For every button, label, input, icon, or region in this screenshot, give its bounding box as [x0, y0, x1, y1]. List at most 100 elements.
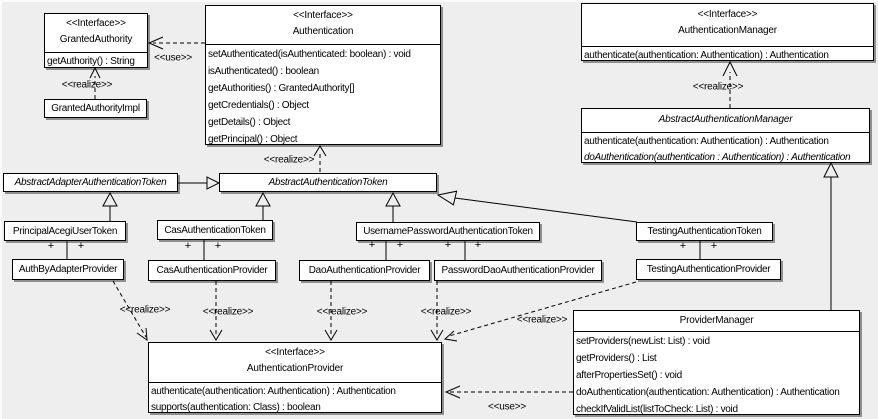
class-name: AuthByAdapterProvider — [18, 264, 118, 275]
class-name: CasAuthenticationProvider — [156, 265, 268, 276]
class-authentication-manager[interactable]: <<Interface>> AuthenticationManager auth… — [581, 3, 874, 61]
method: authenticate(authentication: Authenticat… — [584, 50, 829, 61]
class-name: GrantedAuthorityImpl — [51, 103, 140, 114]
window-edge-highlight — [0, 0, 878, 2]
multiplicity-plus: + — [444, 239, 452, 251]
multiplicity-plus: + — [47, 240, 55, 252]
method: authenticate(authentication: Authenticat… — [584, 136, 829, 147]
open-arrowhead — [443, 330, 458, 342]
realize-label: <<realize>> — [316, 306, 368, 318]
realize-label: <<realize>> — [202, 306, 254, 318]
class-testing-authentication-token[interactable]: TestingAuthenticationToken — [636, 222, 773, 241]
method: setAuthenticated(isAuthenticated: boolea… — [208, 49, 411, 60]
class-header: <<Interface>> AuthenticationProvider — [149, 343, 441, 382]
method: doAuthentication(authentication: Authent… — [576, 387, 840, 398]
class-abstract-authentication-token[interactable]: AbstractAuthenticationToken — [219, 173, 437, 192]
realize-label: <<realize>> — [263, 154, 315, 166]
stereotype-label: <<Interface>> — [697, 9, 758, 20]
class-abstract-adapter-authentication-token[interactable]: AbstractAdapterAuthenticationToken — [3, 173, 178, 192]
class-name: AuthenticationProvider — [246, 363, 344, 374]
class-header: <<Interface>> AuthenticationManager — [582, 4, 873, 46]
class-abstract-authentication-manager[interactable]: AbstractAuthenticationManager authentica… — [581, 108, 870, 163]
multiplicity-plus: + — [679, 240, 687, 252]
multiplicity-plus: + — [214, 240, 222, 252]
multiplicity-plus: + — [77, 240, 85, 252]
class-header: <<Interface>> Authentication — [206, 6, 440, 44]
methods-compartment: setProviders(newList: List) : void getPr… — [574, 331, 859, 415]
method: authenticate(authentication: Authenticat… — [151, 386, 396, 397]
use-label: <<use>> — [487, 401, 527, 413]
class-name: TestingAuthenticationProvider — [646, 264, 771, 275]
class-cas-authentication-provider[interactable]: CasAuthenticationProvider — [148, 260, 276, 281]
realize-label: <<realize>> — [119, 304, 171, 316]
class-name: PrincipalAcegiUserToken — [12, 225, 118, 237]
methods-compartment: setAuthenticated(isAuthenticated: boolea… — [206, 44, 440, 145]
class-provider-manager[interactable]: ProviderManager setProviders(newList: Li… — [573, 310, 860, 415]
triangle-arrowhead — [385, 191, 401, 207]
window-edge-highlight — [0, 0, 2, 419]
class-name: AbstractAuthenticationToken — [268, 177, 388, 188]
class-name: Authentication — [292, 26, 354, 37]
stereotype-label: <<Interface>> — [265, 347, 325, 358]
class-username-password-authentication-token[interactable]: UsernamePasswordAuthenticationToken — [356, 222, 540, 241]
method: getProviders() : List — [576, 353, 657, 364]
class-authentication-provider[interactable]: <<Interface>> AuthenticationProvider aut… — [148, 342, 442, 413]
open-arrowhead — [722, 60, 738, 77]
realize-label: <<realize>> — [692, 81, 744, 93]
class-name: GrantedAuthority — [59, 34, 133, 45]
class-name: AbstractAdapterAuthenticationToken — [14, 177, 167, 188]
method: setProviders(newList: List) : void — [576, 336, 710, 347]
class-password-dao-authentication-provider[interactable]: PasswordDaoAuthenticationProvider — [434, 260, 602, 281]
open-arrowhead — [209, 329, 223, 341]
stereotype-label: <<Interface>> — [293, 10, 353, 21]
method: supports(authentication: Class) : boolea… — [151, 402, 321, 413]
triangle-arrowhead — [436, 190, 458, 206]
class-testing-authentication-provider[interactable]: TestingAuthenticationProvider — [636, 259, 781, 280]
class-name: PasswordDaoAuthenticationProvider — [441, 265, 595, 276]
realize-label: <<realize>> — [516, 314, 568, 326]
class-name: UsernamePasswordAuthenticationToken — [363, 226, 533, 237]
class-name: AbstractAuthenticationManager — [658, 114, 793, 125]
class-authentication[interactable]: <<Interface>> Authentication setAuthenti… — [205, 5, 441, 145]
methods-compartment: authenticate(authentication: Authenticat… — [582, 132, 869, 163]
class-auth-by-adapter-provider[interactable]: AuthByAdapterProvider — [12, 259, 124, 280]
class-principal-acegi-user-token[interactable]: PrincipalAcegiUserToken — [4, 221, 126, 241]
class-name: ProviderManager — [679, 315, 754, 326]
method: getAuthorities() : GrantedAuthority[] — [208, 83, 355, 94]
class-granted-authority-impl[interactable]: GrantedAuthorityImpl — [44, 99, 147, 118]
triangle-arrowhead — [255, 191, 271, 207]
stereotype-label: <<Interface>> — [66, 18, 126, 29]
class-name: AuthenticationManager — [678, 25, 777, 36]
open-arrowhead — [313, 145, 327, 157]
method: getDetails() : Object — [208, 117, 291, 128]
methods-compartment: authenticate(authentication: Authenticat… — [149, 382, 441, 413]
open-arrowhead — [324, 329, 338, 341]
class-header: ProviderManager — [574, 311, 859, 331]
class-dao-authentication-provider[interactable]: DaoAuthenticationProvider — [299, 260, 430, 281]
method: getAuthority() : String — [47, 56, 135, 67]
class-name: TestingAuthenticationToken — [647, 226, 762, 237]
multiplicity-plus: + — [710, 240, 718, 252]
class-granted-authority[interactable]: <<Interface>> GrantedAuthority getAuthor… — [44, 13, 148, 68]
class-cas-authentication-token[interactable]: CasAuthenticationToken — [157, 220, 273, 240]
multiplicity-plus: + — [396, 239, 404, 251]
class-header: AbstractAuthenticationManager — [582, 109, 869, 132]
method: checkIfValidList(listToCheck: List) : vo… — [576, 404, 738, 415]
methods-compartment: authenticate(authentication: Authenticat… — [582, 46, 873, 61]
triangle-arrowhead — [823, 161, 839, 178]
open-arrowhead — [136, 327, 148, 342]
use-label: <<use>> — [153, 52, 193, 64]
multiplicity-plus: + — [474, 239, 482, 251]
triangle-arrowhead — [206, 176, 221, 190]
multiplicity-plus: + — [184, 240, 192, 252]
multiplicity-plus: + — [368, 239, 376, 251]
triangle-arrowhead — [102, 191, 118, 207]
open-arrowhead — [147, 36, 164, 50]
method: doAuthentication(authentication : Authen… — [584, 152, 851, 163]
methods-compartment: getAuthority() : String — [45, 52, 147, 67]
method: getPrincipal() : Object — [208, 134, 298, 145]
method: isAuthenticated() : boolean — [208, 66, 319, 77]
open-arrowhead — [89, 66, 101, 79]
method: getCredentials() : Object — [208, 100, 309, 111]
